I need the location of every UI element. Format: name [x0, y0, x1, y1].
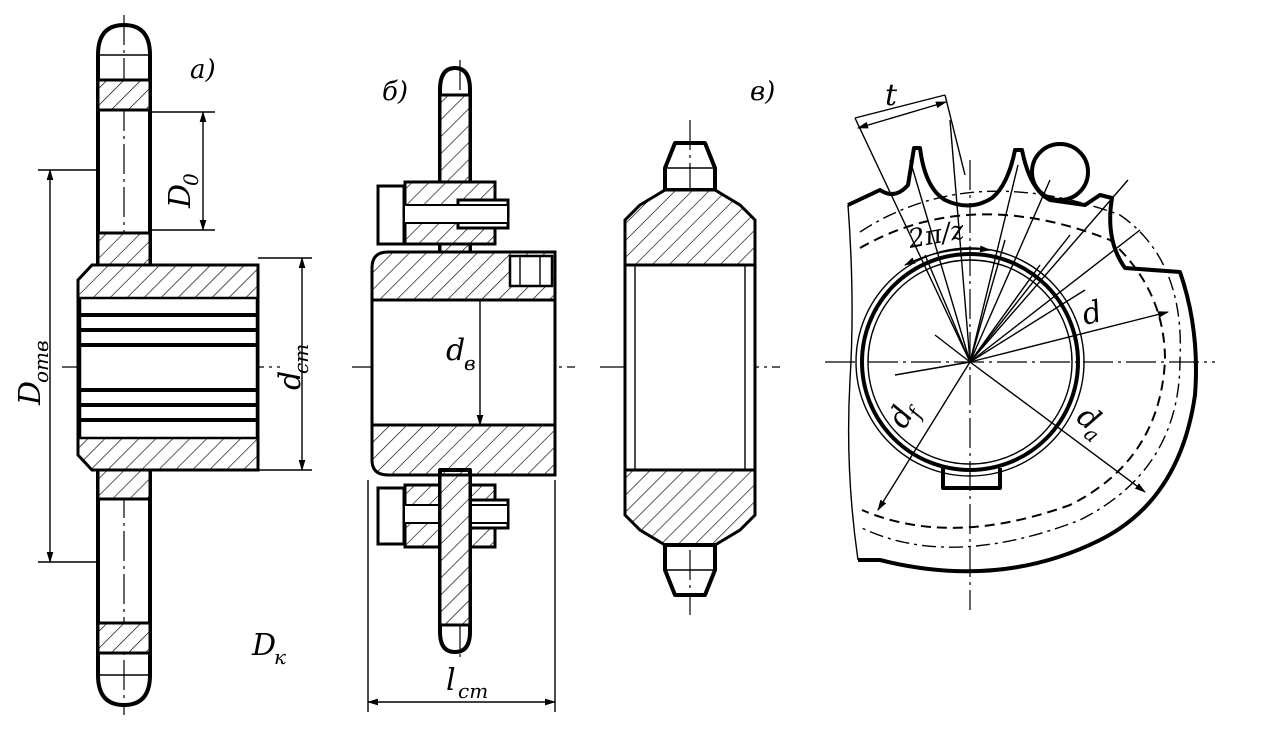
svg-text:отв: отв: [29, 340, 53, 383]
lst-label: l ст: [446, 663, 488, 703]
d0-label: D 0: [163, 173, 203, 209]
view-d-root-circle: [859, 213, 1167, 529]
svg-text:ст: ст: [458, 679, 488, 703]
view-a-upper-rim-section: [96, 78, 152, 112]
view-c-bore: [623, 263, 757, 472]
svg-text:d: d: [273, 371, 308, 390]
pitch-diameter-d-label: d: [1078, 294, 1105, 333]
dotv-label: D отв: [13, 340, 53, 406]
view-b-lower-ring-section: [438, 473, 472, 627]
svg-text:D: D: [163, 184, 198, 209]
view-d-sprocket-front: [825, 94, 1215, 610]
view-a-label: а): [190, 55, 216, 85]
view-c-label: в): [750, 77, 775, 107]
svg-text:d: d: [446, 333, 465, 368]
svg-text:ст: ст: [289, 344, 313, 374]
svg-text:l: l: [446, 663, 456, 698]
view-c-lower-section: [623, 468, 757, 547]
svg-text:0: 0: [179, 173, 203, 186]
view-a-lower-disc: [96, 468, 152, 707]
view-c-upper-section: [623, 188, 757, 267]
svg-text:в: в: [464, 351, 476, 375]
view-c-sprocket: [600, 120, 780, 615]
dv-label: d в: [446, 333, 476, 375]
view-b-set-screw: [508, 254, 554, 288]
view-d-keyway: [941, 468, 1002, 490]
view-a-sprocket: [38, 15, 312, 715]
dk-label: D к: [251, 628, 286, 669]
view-b-hub-lower-section: [370, 423, 557, 477]
dst-label: d ст: [273, 344, 313, 390]
svg-text:к: к: [274, 645, 286, 669]
view-b-label: б): [382, 77, 408, 107]
view-b-lower-bolt-head: [376, 486, 406, 546]
view-b-sprocket: [352, 60, 575, 712]
tip-diameter-da-label: d a: [1070, 399, 1107, 448]
view-d-pitch-circle: [859, 190, 1182, 548]
svg-text:D: D: [251, 628, 276, 663]
view-a-lower-rim-section: [96, 621, 152, 655]
view-d-outer-contour: [847, 146, 1198, 574]
view-d-chain-roller: [1030, 142, 1090, 202]
view-b-upper-bolt-head: [376, 184, 406, 246]
view-a-spline-bore: [78, 296, 259, 440]
pitch-t-label: t: [885, 78, 898, 113]
svg-text:D: D: [13, 381, 48, 406]
